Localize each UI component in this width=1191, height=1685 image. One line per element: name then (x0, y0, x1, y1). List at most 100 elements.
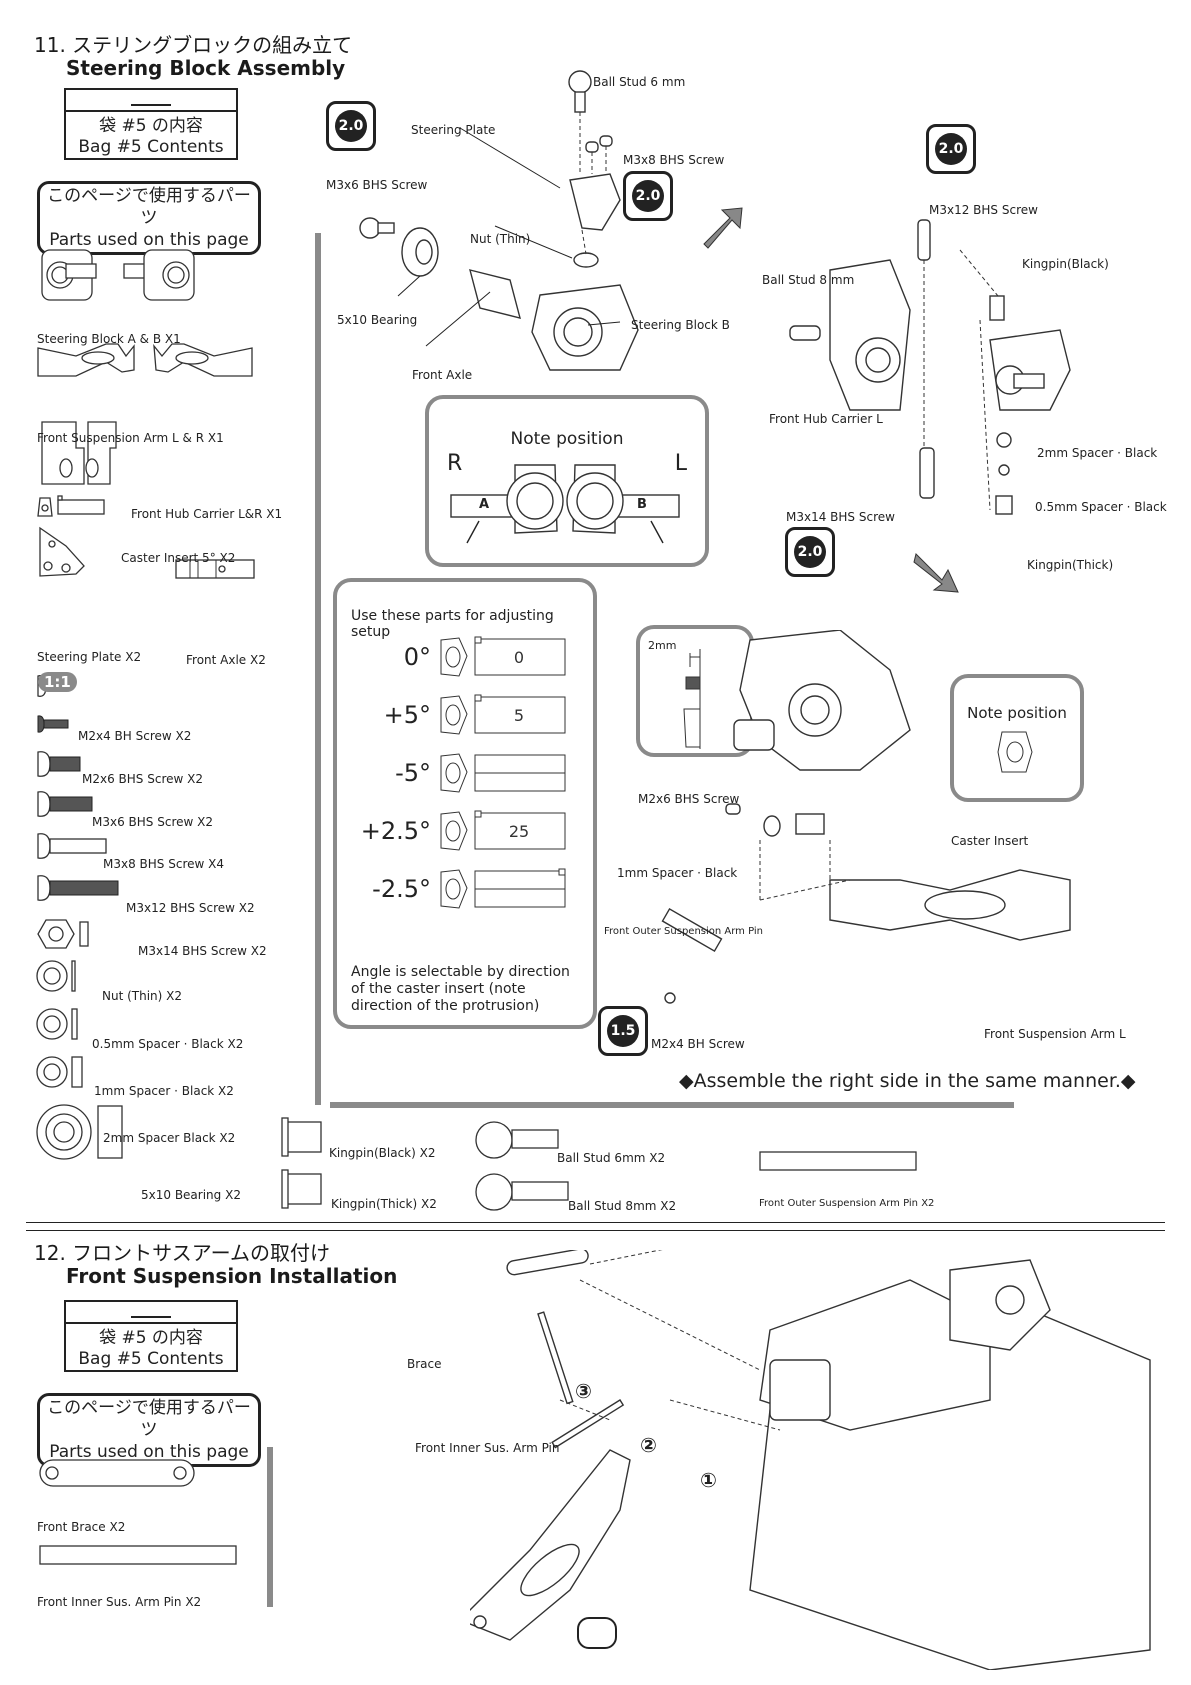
suspension-arm-icon (37, 343, 253, 377)
bag-label-jp: 袋 #5 の内容 (99, 116, 203, 136)
hub-carrier-icon (41, 421, 117, 485)
step-3: ③ (575, 1379, 592, 1403)
part-label: M3x8 BHS Screw X4 (103, 857, 224, 871)
part-label: M2x6 BHS Screw X2 (82, 772, 203, 786)
svg-text:5: 5 (514, 706, 524, 725)
part-label: Caster Insert 5° X2 (121, 551, 236, 565)
torque-badge: 1.5 (598, 1006, 648, 1056)
part-label: Ball Stud 8mm X2 (568, 1199, 677, 1213)
divider (267, 1447, 273, 1607)
part-label: Kingpin(Thick) X2 (331, 1197, 437, 1211)
bag-contents-box: 袋 #5 の内容 Bag #5 Contents (64, 1300, 238, 1372)
arm-assembly-diagram (661, 630, 1071, 1004)
section-11-title: 11. ステリングブロックの組み立て Steering Block Assemb… (34, 34, 352, 80)
part-label: Front Hub Carrier L&R X1 (131, 507, 283, 521)
part-label: 1mm Spacer · Black X2 (94, 1084, 234, 1098)
parts-used-jp: このページで使用するパーツ (47, 1398, 251, 1440)
assemble-note: ◆Assemble the right side in the same man… (679, 1070, 1136, 1092)
callout-steering-block-b: Steering Block B (631, 318, 730, 332)
caster-insert-icon (37, 495, 105, 517)
callout-m3x12: M3x12 BHS Screw (929, 203, 1038, 217)
callout-m3x6: M3x6 BHS Screw (326, 178, 428, 192)
note-position-box-2: Note position (950, 674, 1084, 802)
section-12-title: 12. フロントサスアームの取付け Front Suspension Insta… (34, 1242, 397, 1288)
callout-m2x4: M2x4 BH Screw (651, 1037, 745, 1051)
mark-a: A (479, 497, 490, 512)
parts-used-jp: このページで使用するパーツ (47, 186, 251, 228)
steering-block-exploded-diagram (359, 70, 639, 371)
section-11-title-en: Steering Block Assembly (66, 56, 346, 80)
steering-plate-icon (39, 526, 85, 577)
callout-steering-plate: Steering Plate (411, 123, 496, 137)
divider (330, 1102, 1014, 1108)
callout-kingpin-thick: Kingpin(Thick) (1027, 558, 1114, 572)
note-position-box: Note position R L A B (425, 395, 709, 567)
callout-caster-insert: Caster Insert (951, 834, 1029, 848)
callout-bearing: 5x10 Bearing (337, 313, 418, 327)
bag-contents-box: 袋 #5 の内容 Bag #5 Contents (64, 88, 238, 160)
step-arrow-icon (703, 207, 743, 249)
bottom-parts-illustrations (281, 1117, 917, 1211)
ratio-badge: 1:1 (38, 672, 77, 692)
torque-badge: 2.0 (785, 527, 835, 577)
mark-b: B (637, 497, 647, 512)
parts-used-en: Parts used on this page (49, 230, 249, 250)
section12-parts-illustrations (39, 1459, 237, 1565)
callout-front-arm-l: Front Suspension Arm L (984, 1027, 1126, 1041)
spacer-05-icon (36, 960, 76, 992)
caster-insert-icon (440, 753, 566, 793)
spacer-1-icon (36, 1008, 78, 1040)
gap-label: 2mm (648, 639, 677, 652)
callout-1mm-spacer: 1mm Spacer · Black (617, 866, 738, 880)
callout-2mm-spacer: 2mm Spacer · Black (1037, 446, 1158, 460)
section-divider (26, 1230, 1165, 1231)
torque-badge: 2.0 (326, 101, 376, 151)
part-label: Steering Plate X2 (37, 650, 142, 664)
callout-inner-arm-pin: Front Inner Sus. Arm Pin (415, 1441, 560, 1455)
section-12-title-en: Front Suspension Installation (66, 1264, 398, 1288)
part-label: Nut (Thin) X2 (102, 989, 183, 1003)
step-1: ① (700, 1468, 717, 1492)
callout-kingpin-black: Kingpin(Black) (1022, 257, 1109, 271)
part-label: Front Suspension Arm L & R X1 (37, 431, 224, 445)
callout-outer-arm-pin: Front Outer Suspension Arm Pin (604, 926, 764, 937)
torque-badge: 2.0 (623, 171, 673, 221)
divider (315, 233, 321, 1105)
step-arrow-icon (913, 553, 959, 593)
gap-detail-box: 2mm (636, 625, 754, 757)
callout-ball-stud-8: Ball Stud 8 mm (762, 273, 855, 287)
angle-row: +5° 5 (351, 694, 627, 736)
part-label: Front Inner Sus. Arm Pin X2 (37, 1595, 202, 1609)
part-label: M3x12 BHS Screw X2 (126, 901, 255, 915)
caster-insert-tip-icon (997, 731, 1033, 773)
note-left-label: L (674, 451, 687, 476)
section-divider (26, 1222, 1165, 1223)
front-suspension-install-diagram (470, 1250, 1151, 1670)
torque-badge: 2.0 (926, 124, 976, 174)
setup-box: Use these parts for adjusting setup 0° 0… (333, 578, 597, 1029)
angle-row: -5° (351, 752, 627, 794)
callout-m3x14: M3x14 BHS Screw (786, 510, 895, 524)
m3x6-screw-icon (37, 751, 81, 777)
angle-row: +2.5° 25 (351, 810, 627, 852)
caster-insert-icon (440, 868, 566, 909)
note-position-title-2: Note position (967, 704, 1067, 722)
part-label: Front Axle X2 (186, 653, 266, 667)
m3x8-screw-icon (37, 791, 93, 817)
caster-insert-icon: 5 (440, 694, 566, 735)
callout-nut-thin: Nut (Thin) (470, 232, 531, 246)
step-2: ② (640, 1433, 657, 1457)
parts-used-en: Parts used on this page (49, 1442, 249, 1462)
part-label: Front Outer Suspension Arm Pin X2 (759, 1198, 935, 1209)
callout-m3x8: M3x8 BHS Screw (623, 153, 725, 167)
setup-box-note: Angle is selectable by direction of the … (351, 964, 570, 1014)
caster-insert-icon: 25 (440, 810, 566, 851)
bag-label-jp: 袋 #5 の内容 (99, 1328, 203, 1348)
part-label: Kingpin(Black) X2 (329, 1146, 436, 1160)
section-11-title-jp: 11. ステリングブロックの組み立て (34, 33, 353, 57)
svg-text:0: 0 (514, 648, 524, 667)
page-number-badge (577, 1617, 617, 1649)
angle-row: 0° 0 (351, 636, 627, 678)
part-label: M3x6 BHS Screw X2 (92, 815, 213, 829)
angle-row: -2.5° (351, 868, 627, 910)
